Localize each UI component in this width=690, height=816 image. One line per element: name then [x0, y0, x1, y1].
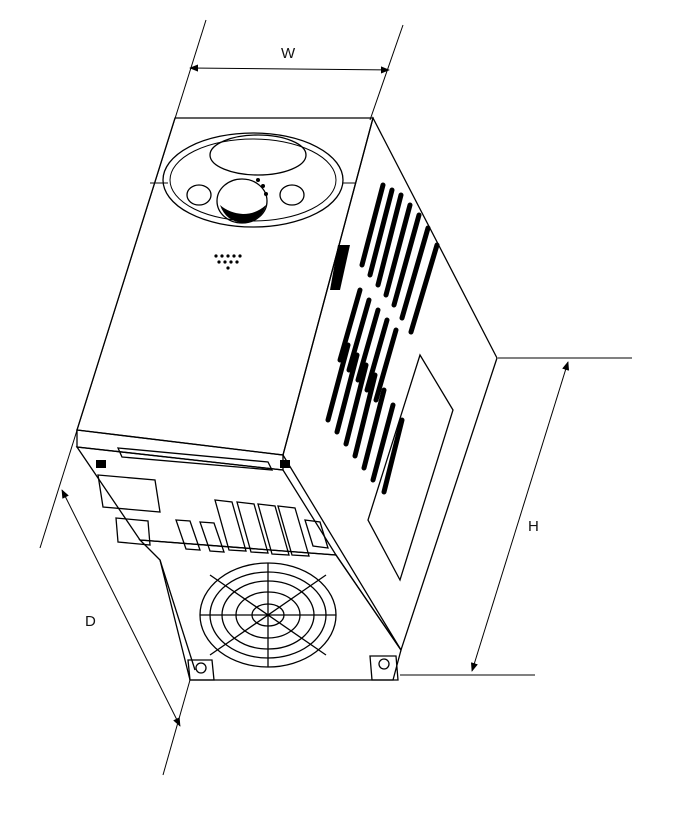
- bottom-face: [138, 539, 402, 681]
- display-window: [209, 134, 307, 176]
- terminal-slots: [96, 460, 329, 557]
- depth-label: D: [85, 613, 96, 630]
- right-key-button: [279, 184, 305, 206]
- height-label: H: [528, 518, 539, 535]
- width-dimension-arrow: [189, 64, 390, 74]
- height-dimension-arrow: [470, 361, 570, 672]
- mounting-feet: [187, 655, 399, 681]
- terminal-block: [75, 429, 338, 557]
- dimension-arrows: [61, 64, 570, 727]
- cooling-fan: [199, 562, 337, 668]
- side-panel: [282, 116, 498, 652]
- depth-dimension-arrow: [61, 489, 181, 727]
- keypad-panel: [162, 132, 344, 228]
- width-label: W: [281, 45, 296, 62]
- indicator-dots: [214, 254, 242, 270]
- volume-dial: [216, 178, 268, 224]
- left-key-button: [186, 184, 212, 206]
- side-vents: [325, 182, 440, 495]
